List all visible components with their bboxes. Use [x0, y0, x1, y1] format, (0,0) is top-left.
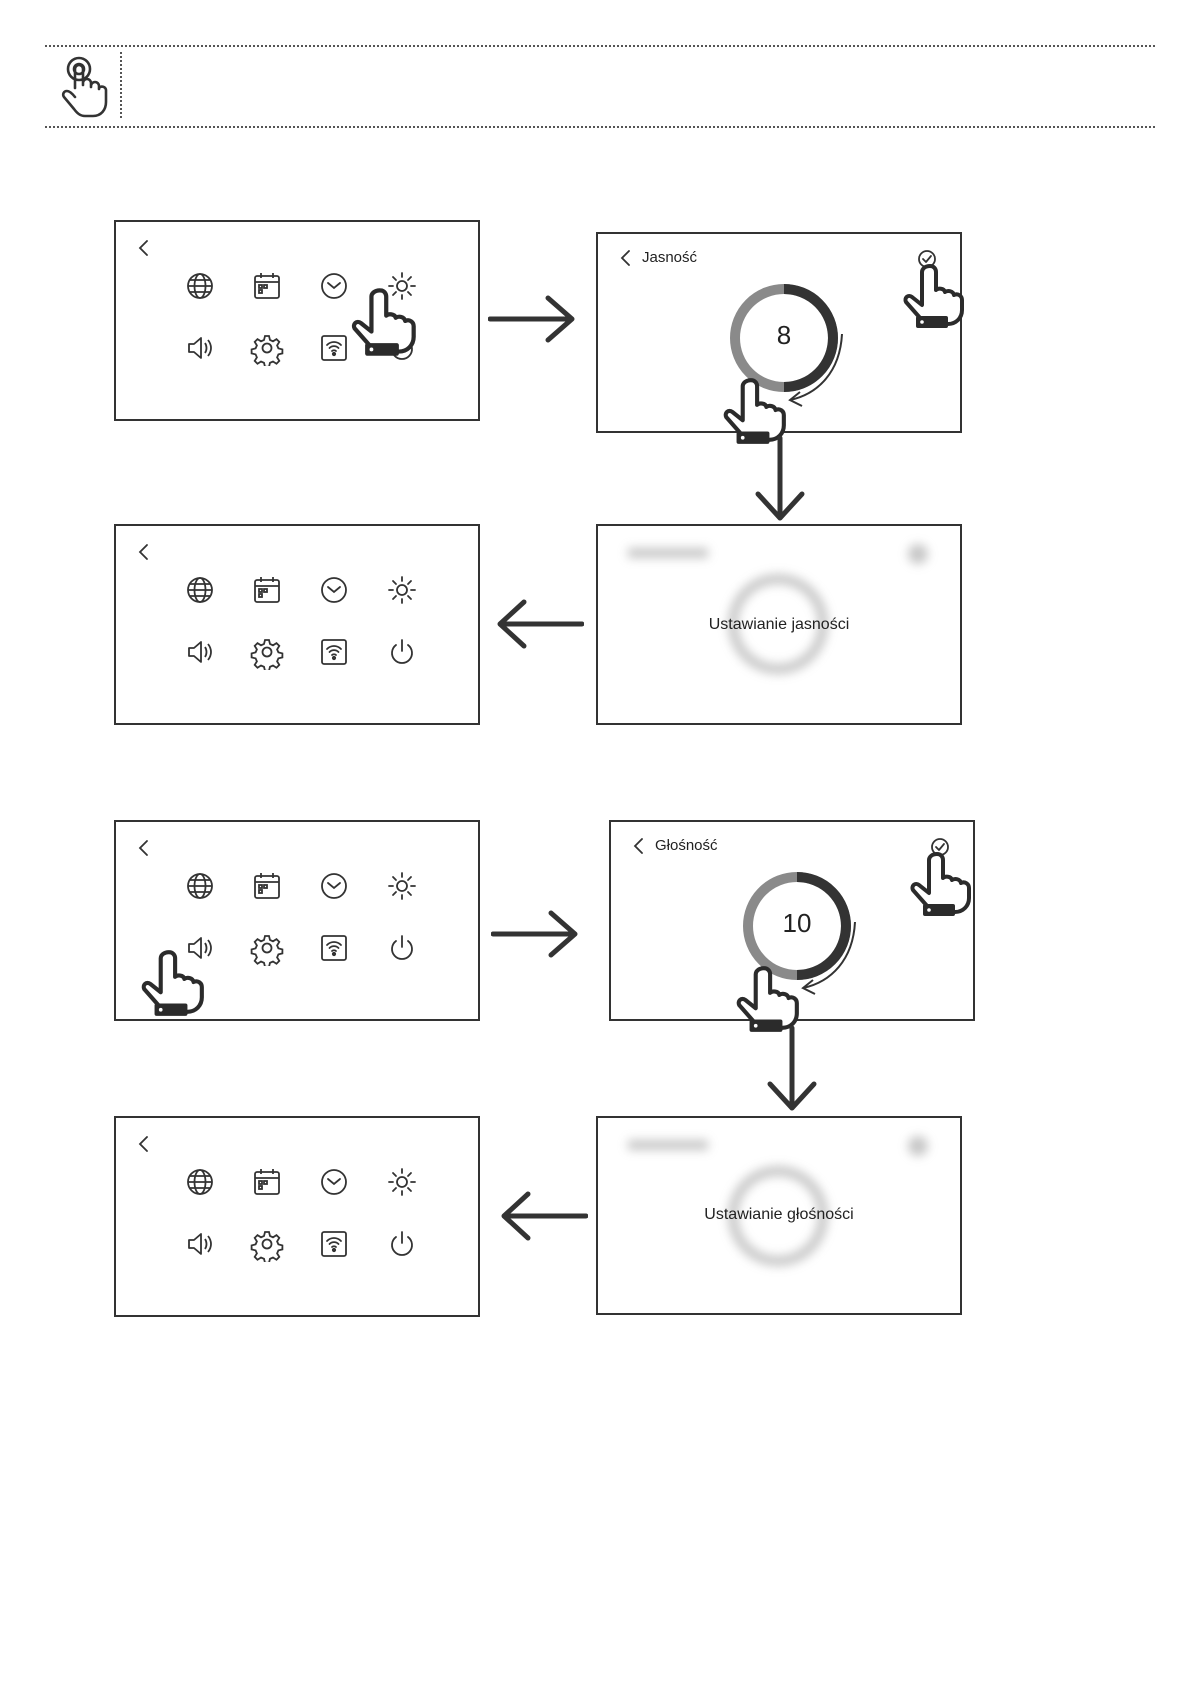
back-chevron-icon[interactable] — [136, 238, 152, 258]
confirm-tap-hand-icon — [900, 260, 964, 332]
back-chevron-icon[interactable] — [618, 248, 634, 268]
gear-icon[interactable] — [249, 330, 285, 366]
brightness-icon[interactable] — [384, 868, 420, 904]
rotate-arrow-icon — [778, 332, 848, 412]
flow-arrow-right — [491, 909, 581, 959]
touch-hand-icon — [58, 55, 110, 119]
header-top-divider — [45, 45, 1155, 47]
wifi-icon[interactable] — [316, 330, 352, 366]
clock-icon[interactable] — [316, 572, 352, 608]
home-screen-after-brightness — [114, 524, 480, 725]
home-screen-brightness-tap — [114, 220, 480, 421]
tap-hand-icon — [138, 946, 204, 1020]
back-chevron-icon[interactable] — [136, 542, 152, 562]
gear-icon[interactable] — [249, 930, 285, 966]
status-message: Ustawianie jasności — [598, 616, 960, 634]
confirm-tap-hand-icon — [907, 848, 971, 920]
volume-saving-screen: Ustawianie głośności — [596, 1116, 962, 1315]
brightness-icon[interactable] — [384, 1164, 420, 1200]
screen-title: Głośność — [655, 837, 718, 854]
rotate-arrow-icon — [791, 920, 861, 1000]
brightness-icon[interactable] — [384, 572, 420, 608]
home-screen-volume-tap — [114, 820, 480, 1021]
globe-icon[interactable] — [182, 868, 218, 904]
clock-icon[interactable] — [316, 868, 352, 904]
screen-title: Jasność — [642, 249, 697, 266]
calendar-icon[interactable] — [249, 1164, 285, 1200]
back-chevron-icon[interactable] — [136, 838, 152, 858]
header-vertical-divider — [120, 52, 122, 118]
volume-screen: Głośność 10 — [609, 820, 975, 1021]
clock-icon[interactable] — [316, 1164, 352, 1200]
flow-arrow-left — [498, 1190, 588, 1242]
power-icon[interactable] — [384, 930, 420, 966]
speaker-icon[interactable] — [182, 330, 218, 366]
header-bottom-divider — [45, 126, 1155, 128]
power-icon[interactable] — [384, 634, 420, 670]
power-icon[interactable] — [384, 1226, 420, 1262]
globe-icon[interactable] — [182, 572, 218, 608]
back-chevron-icon[interactable] — [631, 836, 647, 856]
brightness-screen: Jasność 8 — [596, 232, 962, 433]
speaker-icon[interactable] — [182, 634, 218, 670]
tap-hand-icon — [348, 284, 416, 360]
calendar-icon[interactable] — [249, 268, 285, 304]
flow-arrow-down — [764, 1026, 820, 1114]
back-chevron-icon[interactable] — [136, 1134, 152, 1154]
speaker-icon[interactable] — [182, 1226, 218, 1262]
gear-icon[interactable] — [249, 634, 285, 670]
flow-arrow-down — [752, 436, 808, 524]
brightness-saving-screen: Ustawianie jasności — [596, 524, 962, 725]
wifi-icon[interactable] — [316, 1226, 352, 1262]
wifi-icon[interactable] — [316, 930, 352, 966]
status-message: Ustawianie głośności — [598, 1206, 960, 1224]
home-screen-after-volume — [114, 1116, 480, 1317]
clock-icon[interactable] — [316, 268, 352, 304]
globe-icon[interactable] — [182, 268, 218, 304]
flow-arrow-left — [494, 598, 584, 650]
calendar-icon[interactable] — [249, 868, 285, 904]
drag-hand-icon — [733, 962, 799, 1036]
gear-icon[interactable] — [249, 1226, 285, 1262]
wifi-icon[interactable] — [316, 634, 352, 670]
flow-arrow-right — [488, 294, 578, 344]
calendar-icon[interactable] — [249, 572, 285, 608]
globe-icon[interactable] — [182, 1164, 218, 1200]
